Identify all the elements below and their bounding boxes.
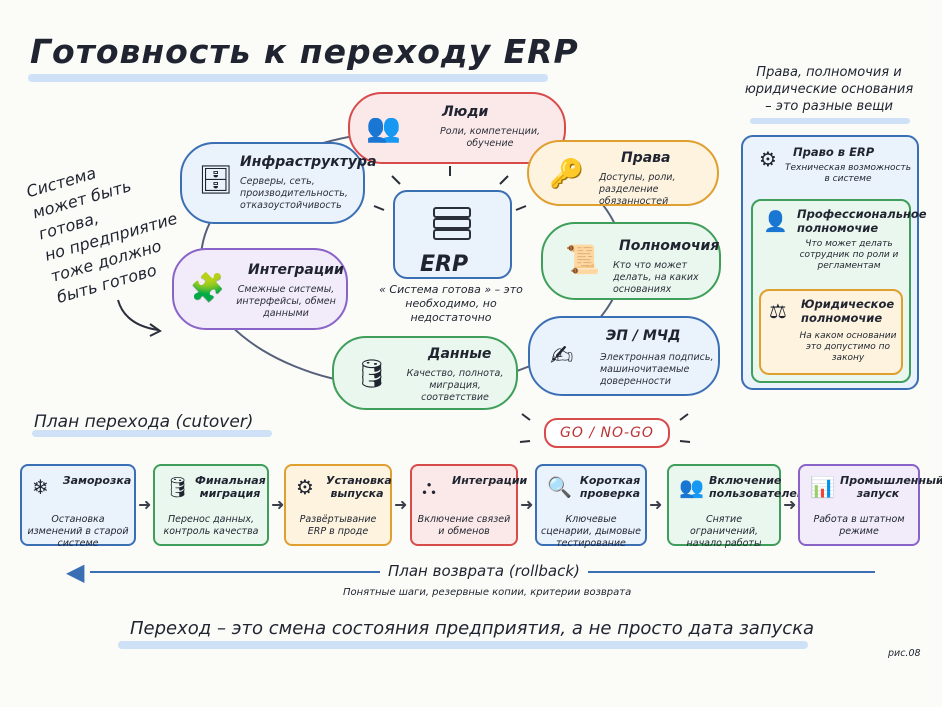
rollback-arrow-icon: ◀ [66, 558, 85, 586]
step-desc: Перенос данных, контроль качества [163, 514, 259, 537]
panel-erp-right-desc: Техническая возможность в системе [784, 163, 911, 184]
node-data: 🛢 Данные Качество, полнота, миграция, со… [332, 336, 518, 410]
database-icon: 🛢 [165, 475, 191, 499]
authority-panel: ⚙ Право в ERP Техническая возможность в … [741, 135, 927, 390]
left-note-arrowhead [149, 323, 162, 337]
step-title: Включение пользователей [709, 474, 805, 500]
server-icon [433, 207, 471, 240]
step-title: Заморозка [62, 474, 132, 487]
plan-title-underline [32, 430, 272, 437]
panel-professional-desc: Что может делать сотрудник по роли и рег… [799, 239, 899, 271]
node-people: 👥 Люди Роли, компетенции, обучение [348, 92, 566, 164]
node-desc: Доступы, роли, разделение обязанностей [599, 172, 676, 207]
right-note: Права, полномочия и юридические основани… [744, 65, 914, 114]
person-icon: 👤 [763, 209, 788, 233]
bottom-underline [118, 641, 808, 649]
step-desc: Включение связей и обменов [417, 514, 511, 537]
gonogo-rays [519, 413, 691, 443]
node-infrastructure: 🗄 Инфраструктура Серверы, сеть, производ… [180, 142, 377, 224]
scales-icon: ⚖ [769, 299, 787, 323]
erp-center [393, 190, 512, 279]
network-icon: ⛬ [422, 475, 436, 499]
step-desc: Работа в штатном режиме [813, 514, 905, 537]
panel-erp-right-title: Право в ERP [793, 145, 875, 159]
plan-title: План перехода (cutover) [34, 412, 254, 432]
chart-icon: 📊 [810, 475, 835, 499]
gear-icon: ⚙ [296, 475, 314, 499]
step-desc: Развёртывание ERP в проде [299, 514, 377, 537]
node-title: Люди [442, 104, 489, 120]
erp-label: ERP [420, 252, 469, 277]
step-arrow-icon: ➜ [649, 495, 663, 514]
step-title: Промышленный запуск [840, 474, 942, 500]
panel-legal: ⚖ Юридическое полномочие На каком основа… [759, 289, 903, 375]
puzzle-icon: 🧩 [190, 271, 225, 304]
step-title: Финальная миграция [195, 474, 266, 500]
node-signature: ✍ ЭП / МЧД Электронная подпись, машиночи… [528, 316, 720, 396]
panel-legal-title: Юридическое полномочие [801, 297, 895, 325]
panel-professional-title: Профессиональное полномочие [797, 207, 927, 235]
node-desc: Кто что может делать, на каких основания… [613, 260, 699, 295]
bottom-statement: Переход – это смена состояния предприяти… [130, 618, 815, 639]
node-desc: Электронная подпись, машиночитаемые дове… [600, 352, 714, 387]
node-title: Права [621, 150, 671, 166]
figure-label: рис.08 [888, 648, 921, 659]
signature-icon: ✍ [550, 339, 574, 372]
node-title: Данные [428, 346, 492, 362]
rollback-desc: Понятные шаги, резервные копии, критерии… [343, 587, 632, 598]
step-desc: Ключевые сценарии, дымовые тестирование [541, 514, 641, 549]
certificate-icon: 📜 [565, 243, 600, 276]
snowflake-icon: ❄ [32, 475, 49, 499]
key-icon: 🔑 [549, 157, 584, 190]
left-note-arrow [117, 299, 159, 331]
step-title: Установка выпуска [326, 474, 392, 500]
page-title: Готовность к переходу ERP [30, 32, 579, 71]
server-icon: 🗄 [198, 163, 234, 196]
step-desc: Остановка изменений в старой системе [27, 514, 129, 549]
people-icon: 👥 [679, 475, 704, 499]
step-arrow-icon: ➜ [394, 495, 408, 514]
panel-legal-desc: На каком основании это допустимо по зако… [799, 331, 897, 363]
gonogo-badge: GO / NO-GO [544, 418, 670, 448]
step-arrow-icon: ➜ [520, 495, 534, 514]
step-desc: Снятие ограничений, начало работы [686, 514, 762, 549]
node-desc: Роли, компетенции, обучение [439, 126, 541, 149]
erp-caption: « Система готова » – это необходимо, но … [379, 283, 523, 324]
people-icon: 👥 [366, 111, 401, 144]
node-title: Полномочия [619, 238, 720, 254]
step-title: Короткая проверка [579, 474, 641, 500]
panel-professional: 👤 Профессиональное полномочие Что может … [751, 199, 927, 383]
database-icon: 🛢 [354, 357, 390, 390]
node-desc: Серверы, сеть, производительность, отказ… [240, 176, 348, 211]
step-arrow-icon: ➜ [783, 495, 797, 514]
node-authority: 📜 Полномочия Кто что может делать, на ка… [541, 222, 721, 300]
title-underline [28, 74, 548, 82]
node-title: ЭП / МЧД [606, 328, 681, 344]
node-title: Инфраструктура [240, 154, 377, 170]
node-desc: Качество, полнота, миграция, соответстви… [406, 368, 504, 403]
node-integrations: 🧩 Интеграции Смежные системы, интерфейсы… [172, 248, 348, 330]
node-rights: 🔑 Права Доступы, роли, разделение обязан… [527, 140, 719, 207]
node-title: Интеграции [248, 262, 344, 278]
step-title: Интеграции [452, 474, 528, 487]
step-arrow-icon: ➜ [138, 495, 152, 514]
magnifier-icon: 🔍 [547, 475, 572, 499]
step-arrow-icon: ➜ [271, 495, 285, 514]
rollback-label: План возврата (rollback) [380, 562, 588, 580]
gear-icon: ⚙ [759, 147, 777, 171]
node-desc: Смежные системы, интерфейсы, обмен данны… [236, 284, 336, 319]
right-note-underline [750, 118, 910, 124]
